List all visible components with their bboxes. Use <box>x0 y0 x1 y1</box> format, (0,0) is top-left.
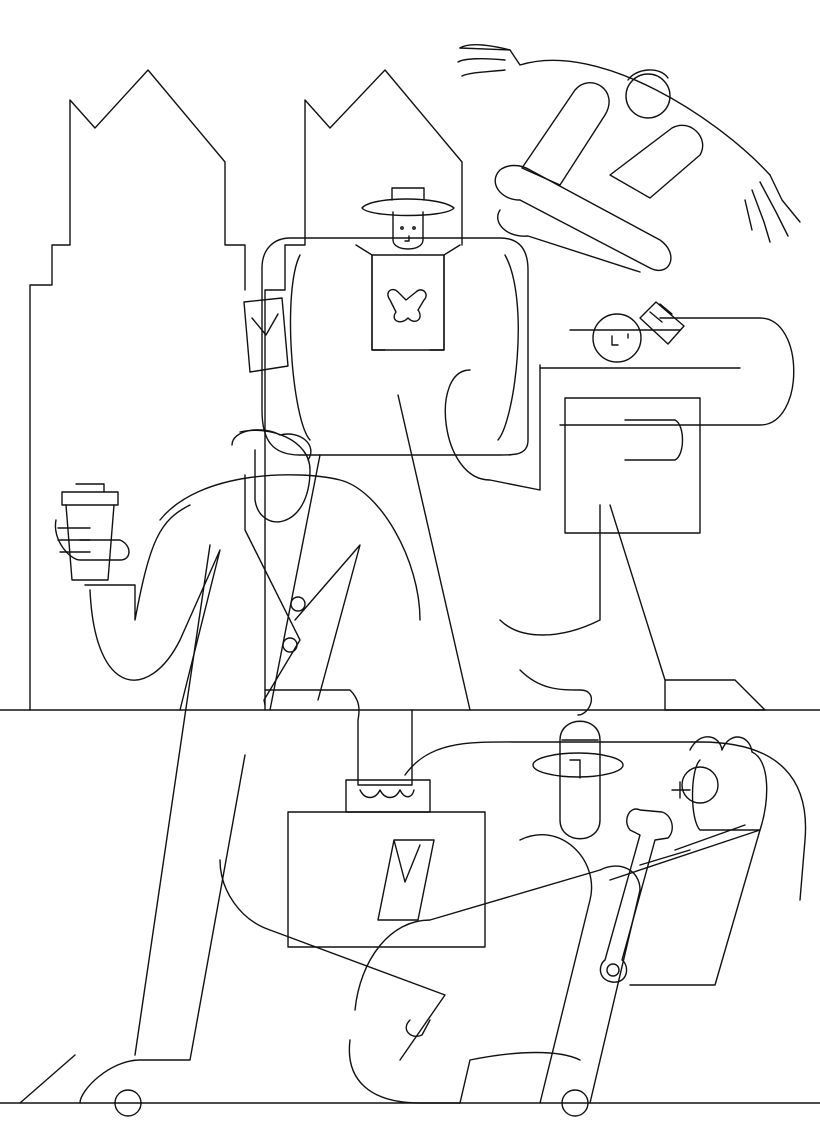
briefcase-tag <box>377 839 435 921</box>
box-person-leg-right <box>609 504 766 711</box>
mechanic-back <box>404 741 807 901</box>
city-buildings <box>29 69 463 711</box>
mechanic-cap-string <box>519 669 593 716</box>
skater-arm <box>459 47 771 176</box>
box-person-leg-left <box>499 504 601 636</box>
mechanic-hand-ok <box>689 736 768 831</box>
wrench <box>599 808 673 983</box>
hat-brim <box>361 198 455 217</box>
walker-leg-left <box>19 754 246 1104</box>
held-box <box>564 397 701 534</box>
man-eye-right <box>412 226 416 230</box>
mechanic-tool <box>671 781 691 799</box>
phone-body <box>243 297 289 373</box>
box-person-arm <box>559 317 795 426</box>
walker-hand <box>359 789 415 799</box>
man-torso <box>261 237 529 456</box>
man-eye-left <box>400 226 404 230</box>
man-leg-left <box>269 454 321 711</box>
coffee-holder-head <box>239 429 311 523</box>
skater-body-right <box>609 124 704 199</box>
mechanic-forearm <box>609 829 761 986</box>
wrench-hole <box>606 963 620 977</box>
phone-icon <box>243 297 289 373</box>
coat-button-top <box>290 596 306 612</box>
mechanic-strap <box>219 859 446 1061</box>
overall-strap-left <box>355 244 386 351</box>
mechanic-ok-circle <box>681 766 719 804</box>
skater-hand-right <box>744 174 801 243</box>
box-person-fist <box>639 301 685 345</box>
coffee-holder-body <box>89 474 421 711</box>
man-with-hat <box>261 187 529 711</box>
phone-envelope-flap <box>251 313 279 336</box>
skater-cap <box>627 69 669 81</box>
box-person-hand <box>624 419 684 461</box>
mechanic-legs <box>354 865 641 1104</box>
coffee-fingers <box>57 527 91 553</box>
man-arm-right <box>497 254 519 441</box>
coffee-holder <box>54 429 421 711</box>
mechanic-sleeve <box>639 824 746 866</box>
building-left <box>29 69 246 711</box>
coffee-holder-arm <box>84 504 191 621</box>
skater-body-left <box>521 82 610 186</box>
man-leg-right <box>397 394 471 711</box>
mechanic-hat-brim <box>532 752 624 778</box>
walker-pants <box>264 689 413 786</box>
coffee-lid <box>61 483 119 506</box>
mechanic-hat-top <box>561 739 599 779</box>
coffee-hand <box>54 519 130 561</box>
man-arm-left <box>289 254 311 441</box>
skateboard-bottom <box>497 209 641 273</box>
mechanic-knee <box>348 1039 461 1104</box>
man-face <box>392 211 424 250</box>
skateboard-top <box>494 164 672 271</box>
mechanic-leg-lower <box>519 834 593 1104</box>
box-person-head <box>592 313 642 363</box>
overall-bib <box>371 254 445 351</box>
coat-button-bottom <box>282 637 298 653</box>
hat-crown <box>391 187 425 201</box>
man-hands <box>387 288 427 323</box>
overall-strap-right <box>429 244 461 351</box>
skater-hand-left <box>457 43 511 77</box>
skateboarder <box>457 43 801 273</box>
walker-shoe-toe-left <box>114 1089 142 1117</box>
briefcase-walker <box>19 474 486 1117</box>
mechanic-shoe-toe <box>561 1089 589 1117</box>
mechanic-head <box>559 720 601 840</box>
coffee-holder-hair <box>231 429 312 461</box>
skater-head <box>625 73 671 119</box>
box-person-body <box>444 364 541 491</box>
building-right <box>264 69 463 711</box>
box-person-face <box>611 333 629 346</box>
walker-coat <box>134 474 361 1056</box>
mechanic-with-wrench <box>219 669 807 1117</box>
briefcase <box>287 811 486 948</box>
coffee-cup <box>65 504 115 581</box>
person-with-box <box>444 301 795 711</box>
mechanic-hand-small <box>405 1019 431 1037</box>
